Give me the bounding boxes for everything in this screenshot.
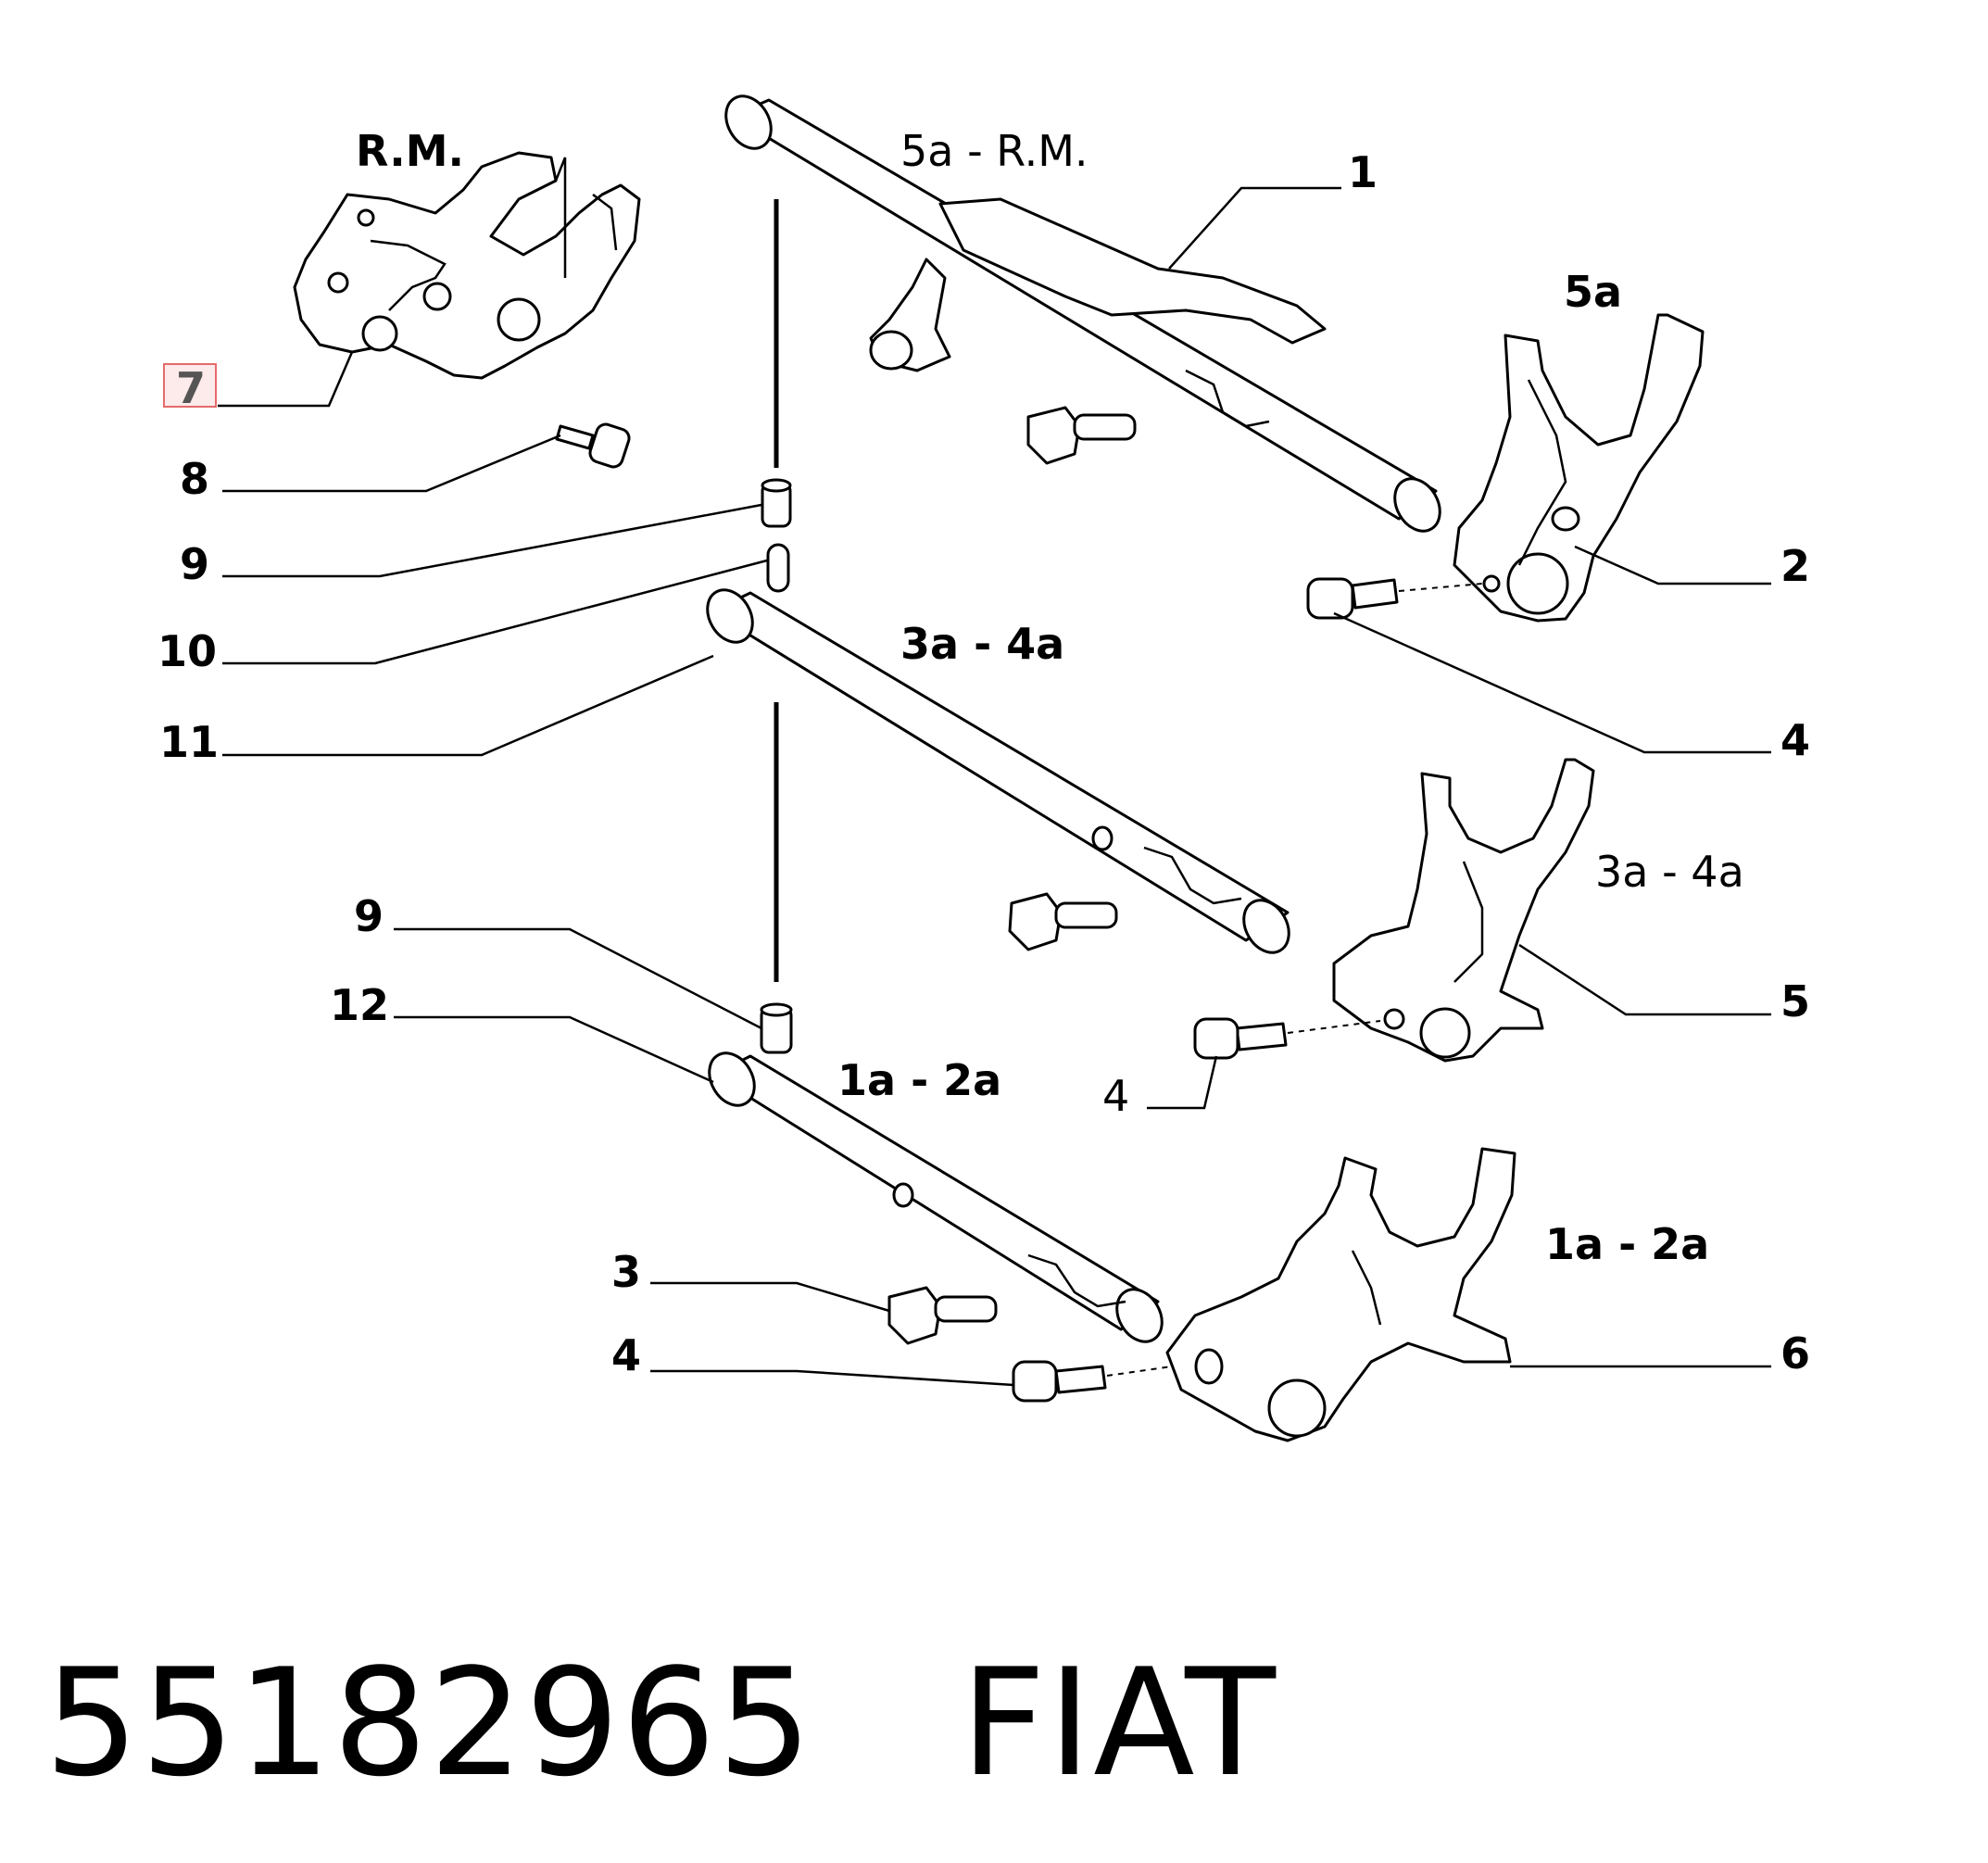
- callout-1: 1: [1348, 147, 1378, 197]
- screw-4-mid: [1193, 1017, 1381, 1060]
- label-rod-3a-4a: 3a - 4a: [900, 619, 1065, 669]
- callout-4-top: 4: [1780, 715, 1811, 765]
- callout-7: 7: [176, 363, 207, 413]
- callout-5: 5: [1780, 976, 1811, 1026]
- detent-plug-mid: [1008, 892, 1118, 951]
- callout-12: 12: [330, 980, 390, 1030]
- part-number: 55182965: [44, 1636, 814, 1809]
- fork-6: [1165, 1147, 1516, 1442]
- label-fork-3a-4a: 3a - 4a: [1595, 847, 1744, 897]
- callout-8: 8: [180, 454, 210, 504]
- callout-4-mid: 4: [1102, 1071, 1130, 1121]
- callout-9-top: 9: [180, 539, 210, 589]
- callout-11: 11: [159, 717, 220, 767]
- label-fork-5a: 5a: [1564, 267, 1623, 317]
- rm-bracket-part: [293, 151, 641, 380]
- fork-5: [1332, 758, 1595, 1063]
- screw-4-bottom: [1012, 1360, 1205, 1403]
- highlight-box: [163, 363, 217, 408]
- label-rm-bracket: R.M.: [356, 126, 464, 176]
- callout-4-bottom: 4: [611, 1330, 642, 1380]
- callout-2: 2: [1780, 541, 1811, 591]
- shift-rod-12: [708, 1051, 1164, 1343]
- brand-name: FIAT: [960, 1636, 1277, 1809]
- label-rod-1a-2a: 1a - 2a: [837, 1055, 1002, 1105]
- screw-4-top: [1306, 577, 1483, 620]
- callout-6: 6: [1780, 1328, 1811, 1378]
- callout-10: 10: [157, 626, 218, 676]
- pin-9-bottom: [760, 1002, 793, 1054]
- shift-rod-1: [724, 94, 1441, 533]
- detent-plug-3: [887, 1286, 998, 1345]
- label-fork-1a-2a: 1a - 2a: [1545, 1219, 1710, 1269]
- shift-rod-11: [706, 588, 1290, 954]
- fork-2: [1453, 313, 1705, 623]
- label-rod-5a-rm: 5a - R.M.: [900, 126, 1088, 176]
- pin-9-top: [761, 478, 792, 528]
- detent-plug-top: [1026, 406, 1137, 465]
- screw-8: [555, 422, 631, 469]
- callout-3: 3: [611, 1247, 642, 1297]
- leader-lines: [218, 186, 1771, 1387]
- pin-10: [766, 543, 790, 593]
- callout-9-bottom: 9: [354, 891, 384, 941]
- footer-caption: 55182965 FIAT: [44, 1649, 1277, 1797]
